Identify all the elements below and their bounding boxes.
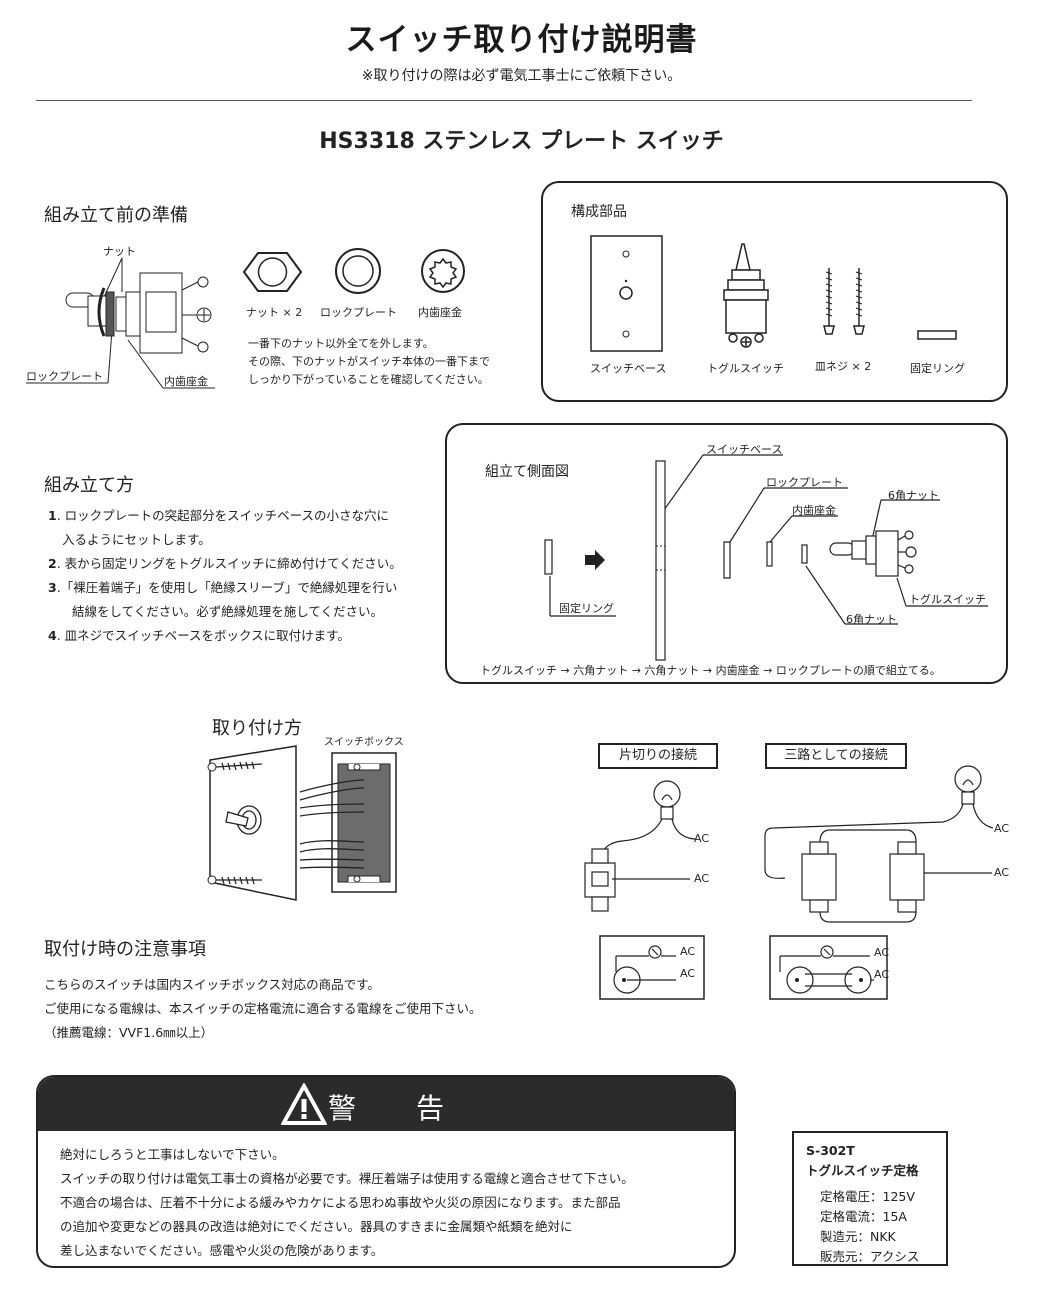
page-title: スイッチ取り付け説明書 [345, 22, 698, 58]
warning-line-5: 差し込まないでください。感電や火災の危険があります。 [60, 1243, 384, 1258]
spec-name: トグルスイッチ定格 [806, 1163, 919, 1178]
components-box [541, 181, 1008, 402]
tooth-washer-icon [421, 249, 465, 293]
fixing-ring-icon [917, 330, 957, 340]
wiring-single-ac-2: AC [694, 872, 710, 885]
caution-line-3: （推薦電線：VVF1.6㎜以上） [44, 1025, 214, 1040]
assembly-steps: 1. ロックプレートの突起部分をスイッチベースの小さな穴に 入るようにセットしま… [48, 504, 402, 648]
warning-line-2: スイッチの取り付けは電気工事士の資格が必要です。裸圧着端子は使用する電線と適合さ… [60, 1171, 634, 1186]
component-toggle-switch: トグルスイッチ [707, 362, 784, 375]
caution-heading: 取付け時の注意事項 [44, 939, 206, 960]
sideview-label-base: スイッチベース [706, 443, 783, 456]
product-name: HS3318 ステンレス プレート スイッチ [319, 129, 724, 154]
spec-row-seller: 販売元：アクシス [820, 1249, 920, 1264]
prep-label-washer: 内歯座金 [164, 375, 208, 388]
warning-line-3: 不適合の場合は、圧着不十分による緩みやカケによる思わぬ事故や火災の原因になります… [60, 1195, 621, 1210]
component-switch-base: スイッチベース [590, 362, 667, 375]
spec-row-current: 定格電流：15A [820, 1209, 907, 1224]
schematic-threeway-ac-2: AC [874, 968, 890, 981]
caution-line-2: ご使用になる電線は、本スイッチの定格電流に適合する電線をご使用下さい。 [44, 1001, 482, 1016]
wiring-single-label: 片切りの接続 [598, 743, 718, 769]
prep-part-nut: ナット × 2 [246, 306, 303, 319]
component-screws: 皿ネジ × 2 [815, 360, 872, 373]
prep-note-1: 一番下のナット以外全てを外します。 [248, 337, 434, 350]
assembly-step-1-cont: 入るようにセットします。 [62, 532, 211, 547]
prep-note-2: その際、下のナットがスイッチ本体の一番下まで [248, 355, 490, 368]
sideview-box [445, 423, 1008, 684]
prep-note-3: しっかり下がっていることを確認してください。 [248, 373, 489, 386]
warning-header: 警告 [38, 1077, 734, 1131]
prep-label-lockplate: ロックプレート [26, 370, 103, 383]
assembly-step-3: 3.「裸圧着端子」を使用し「絶縁スリーブ」で絶縁処理を行い [48, 580, 398, 595]
spec-model: S-302T [806, 1143, 855, 1158]
wiring-threeway-ac-2: AC [994, 866, 1010, 879]
caution-text: こちらのスイッチは国内スイッチボックス対応の商品です。 ご使用になる電線は、本ス… [44, 973, 482, 1045]
wiring-single-ac-1: AC [694, 832, 710, 845]
lock-plate-icon [335, 248, 381, 294]
sideview-label-toggle: トグルスイッチ [909, 593, 986, 606]
warning-triangle-icon [281, 1083, 327, 1125]
spec-row-maker: 製造元：NKK [820, 1229, 896, 1244]
schematic-threeway-ac-1: AC [874, 946, 890, 959]
warning-box: 警告 絶対にしろうと工事はしないで下さい。 スイッチの取り付けは電気工事士の資格… [36, 1075, 736, 1268]
prep-part-washer: 内歯座金 [418, 306, 462, 319]
prep-part-lockplate: ロックプレート [320, 306, 397, 319]
component-fixing-ring: 固定リング [910, 362, 965, 375]
prep-label-nut: ナット [103, 245, 136, 258]
switch-base-icon [590, 235, 663, 352]
spec-content: S-302T トグルスイッチ定格 定格電圧：125V 定格電流：15A 製造元：… [806, 1141, 919, 1267]
sideview-label-lockplate: ロックプレート [766, 476, 843, 489]
toggle-switch-icon [723, 243, 769, 348]
assembly-step-2: 2. 表から固定リングをトグルスイッチに締め付けてください。 [48, 556, 402, 571]
header-divider [36, 100, 972, 101]
arrow-right-icon [585, 550, 605, 570]
warning-line-1: 絶対にしろうと工事はしないで下さい。 [60, 1147, 285, 1162]
sideview-label-hexnut-bottom: 6角ナット [846, 613, 897, 626]
components-heading: 構成部品 [571, 204, 627, 220]
install-heading: 取り付け方 [212, 718, 302, 739]
spec-box: S-302T トグルスイッチ定格 定格電圧：125V 定格電流：15A 製造元：… [792, 1131, 948, 1266]
page-subtitle: ※取り付けの際は必ず電気工事士にご依頼下さい。 [361, 68, 682, 84]
sideview-label-ring: 固定リング [559, 602, 614, 615]
assembly-step-3-cont: 結線をしてください。必ず絶縁処理を施してください。 [72, 604, 384, 619]
warning-title: 警告 [327, 1092, 504, 1125]
wiring-threeway-label: 三路としての接続 [765, 743, 907, 769]
warning-line-4: の追加や変更などの器具の改造は絶対にでください。器具のすきまに金属類や紙類を絶対… [60, 1219, 573, 1234]
install-box-label: スイッチボックス [324, 737, 404, 748]
assembly-heading: 組み立て方 [44, 475, 134, 496]
prep-heading: 組み立て前の準備 [44, 205, 188, 226]
install-toggle [225, 805, 262, 835]
sideview-label-hexnut-top: 6角ナット [888, 489, 939, 502]
warning-text: 絶対にしろうと工事はしないで下さい。 スイッチの取り付けは電気工事士の資格が必要… [60, 1143, 634, 1263]
assembly-step-4: 4. 皿ネジでスイッチベースをボックスに取付けます。 [48, 628, 350, 643]
sideview-order: トグルスイッチ → 六角ナット → 六角ナット → 内歯座金 → ロックプレート… [480, 664, 941, 677]
schematic-single-ac-1: AC [680, 945, 696, 958]
schematic-single-ac-2: AC [680, 967, 696, 980]
countersunk-screw-icon [823, 268, 865, 335]
caution-line-1: こちらのスイッチは国内スイッチボックス対応の商品です。 [44, 977, 380, 992]
sideview-heading: 組立て側面図 [485, 464, 569, 480]
spec-row-voltage: 定格電圧：125V [820, 1189, 915, 1204]
wiring-threeway-ac-1: AC [994, 822, 1010, 835]
sideview-label-washer: 内歯座金 [792, 504, 836, 517]
assembly-step-1: 1. ロックプレートの突起部分をスイッチベースの小さな穴に [48, 508, 390, 523]
prep-notes: 一番下のナット以外全てを外します。 その際、下のナットがスイッチ本体の一番下まで… [248, 335, 490, 389]
hex-nut-icon [242, 252, 303, 292]
